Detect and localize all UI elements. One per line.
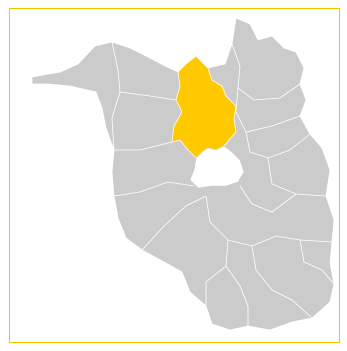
boundary-line bbox=[267, 157, 327, 197]
district-boundaries bbox=[111, 41, 335, 326]
enclave-city bbox=[189, 145, 245, 189]
boundary-line bbox=[231, 43, 301, 101]
boundary-line bbox=[225, 265, 249, 326]
boundary-line bbox=[205, 195, 229, 306]
boundary-line bbox=[141, 195, 207, 251]
boundary-line bbox=[113, 181, 195, 197]
boundary-line bbox=[119, 91, 177, 101]
boundary-line bbox=[239, 185, 297, 213]
boundary-line bbox=[251, 245, 313, 319]
boundary-line bbox=[114, 141, 173, 151]
state-outline bbox=[31, 17, 335, 331]
boundary-line bbox=[299, 239, 335, 285]
boundary-line bbox=[227, 235, 333, 247]
